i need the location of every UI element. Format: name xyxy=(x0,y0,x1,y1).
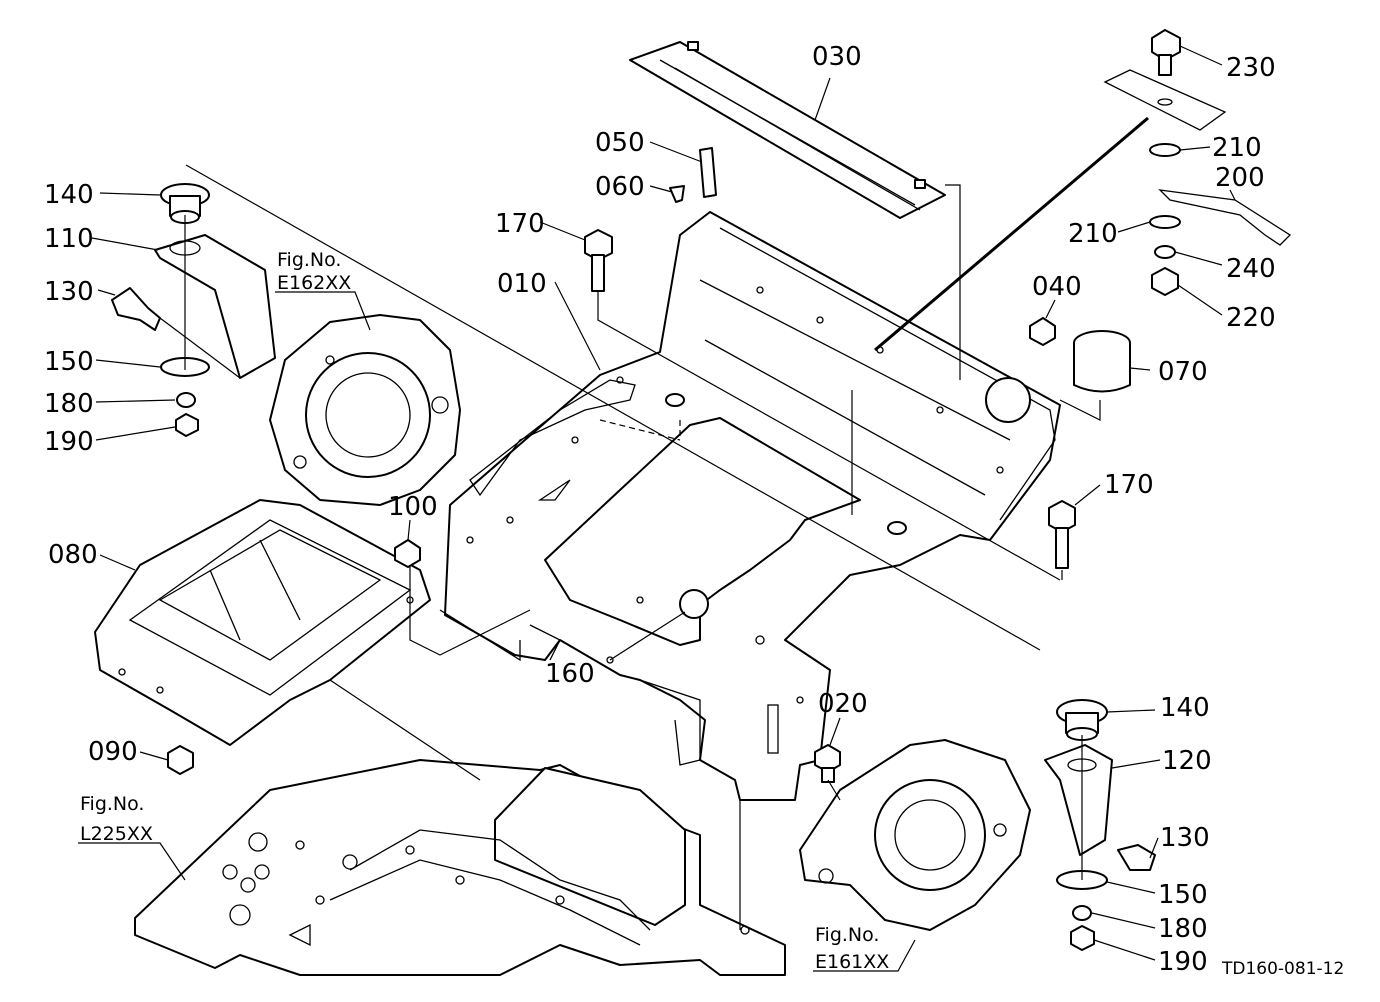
label-240: 240 xyxy=(1226,254,1276,284)
seat-plate-080 xyxy=(94,499,431,746)
label-050: 050 xyxy=(595,128,645,158)
fig-ref-e162xx-prefix: Fig.No. xyxy=(277,249,341,271)
label-130-right: 130 xyxy=(1160,823,1210,853)
label-010: 010 xyxy=(497,269,547,299)
label-110: 110 xyxy=(44,224,94,254)
label-180-left: 180 xyxy=(44,389,94,419)
housing-e162xx xyxy=(269,314,461,506)
label-070: 070 xyxy=(1158,357,1208,387)
label-200: 200 xyxy=(1215,163,1265,193)
label-030: 030 xyxy=(812,42,862,72)
label-090: 090 xyxy=(88,737,138,767)
label-leaders xyxy=(78,45,1236,972)
fig-ref-l225xx-prefix: Fig.No. xyxy=(80,793,144,815)
label-190-left: 190 xyxy=(44,427,94,457)
cover-plate-030 xyxy=(629,41,946,219)
right-mount-assembly xyxy=(1044,699,1156,951)
label-180-right: 180 xyxy=(1158,914,1208,944)
housing-e161xx xyxy=(799,739,1031,931)
fig-ref-e162xx-code: E162XX xyxy=(277,272,351,294)
left-mount-assembly xyxy=(111,183,276,437)
hardware xyxy=(167,29,1292,783)
label-150-right: 150 xyxy=(1158,880,1208,910)
label-160: 160 xyxy=(545,659,595,689)
fig-ref-e161xx-prefix: Fig.No. xyxy=(815,924,879,946)
label-190-right: 190 xyxy=(1158,947,1208,977)
fig-ref-l225xx-code: L225XX xyxy=(80,823,153,845)
label-020: 020 xyxy=(818,689,868,719)
lower-frame-drawing xyxy=(134,759,786,976)
label-130-left: 130 xyxy=(44,277,94,307)
label-150-left: 150 xyxy=(44,347,94,377)
label-140-left: 140 xyxy=(44,180,94,210)
label-170-right: 170 xyxy=(1104,470,1154,500)
label-040: 040 xyxy=(1032,272,1082,302)
label-220: 220 xyxy=(1226,303,1276,333)
fig-ref-e161xx-code: E161XX xyxy=(815,951,889,973)
label-100: 100 xyxy=(388,492,438,522)
label-080: 080 xyxy=(48,540,98,570)
assembly-lines xyxy=(159,164,1101,930)
label-170-left: 170 xyxy=(495,209,545,239)
label-210-bottom: 210 xyxy=(1068,219,1118,249)
label-120: 120 xyxy=(1162,746,1212,776)
label-140-right: 140 xyxy=(1160,693,1210,723)
part-labels: 010 020 030 040 050 060 070 080 090 100 … xyxy=(44,42,1276,977)
label-210-top: 210 xyxy=(1212,133,1262,163)
drawing-code: TD160-081-12 xyxy=(1221,959,1344,979)
figure-references: Fig.No. E162XX Fig.No. L225XX Fig.No. E1… xyxy=(80,249,889,973)
label-060: 060 xyxy=(595,172,645,202)
main-frame-010 xyxy=(439,211,1061,801)
label-230: 230 xyxy=(1226,53,1276,83)
